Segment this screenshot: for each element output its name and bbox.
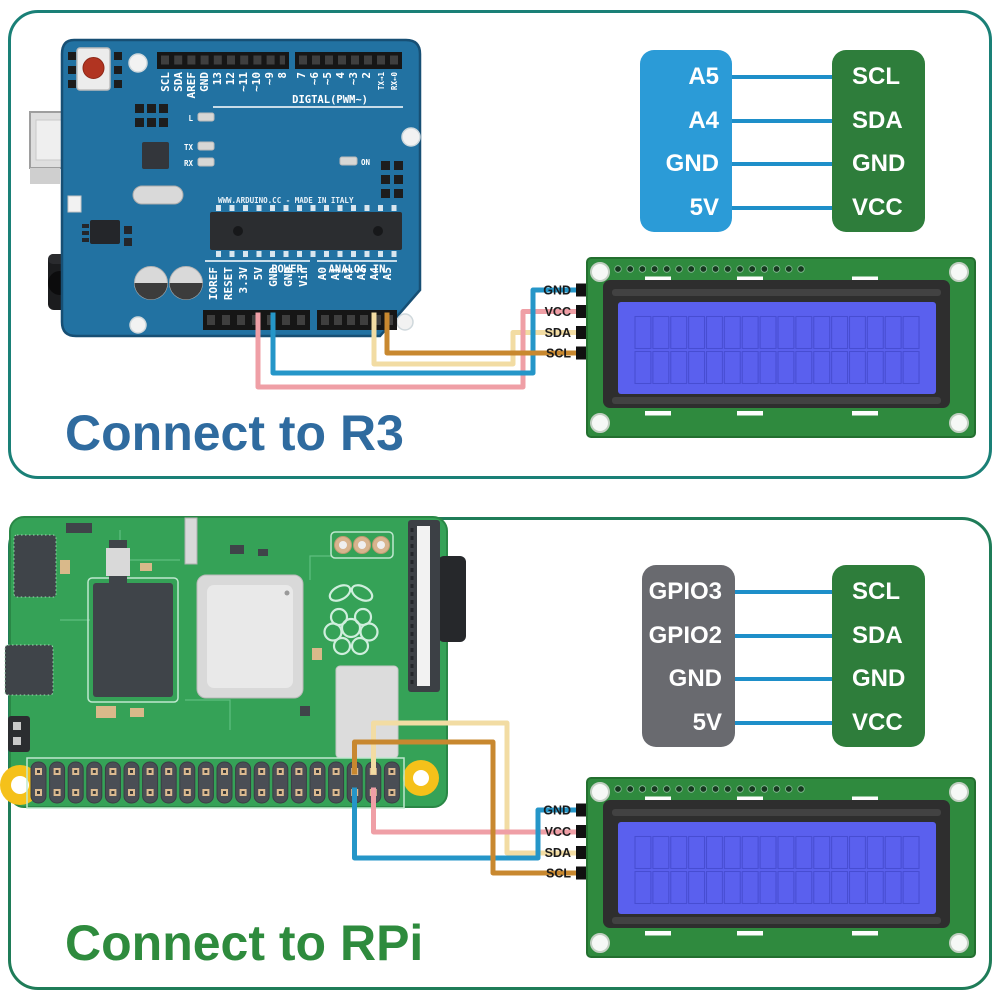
pin-a5: A5 bbox=[688, 63, 719, 90]
pin-gnd: GND bbox=[665, 150, 719, 177]
pin-gnd: GND bbox=[852, 665, 906, 692]
panel-title-rpi: Connect to RPi bbox=[65, 915, 424, 971]
pin-vcc: VCC bbox=[852, 194, 903, 221]
arduino-pin-box: A5 A4 GND 5V bbox=[640, 50, 732, 232]
pin-vcc: VCC bbox=[852, 709, 903, 736]
pin-scl: SCL bbox=[852, 63, 900, 90]
rpi-pin-box: GPIO3 GPIO2 GND 5V bbox=[642, 565, 735, 747]
pin-gpio2: GPIO2 bbox=[648, 622, 722, 649]
pin-gpio3: GPIO3 bbox=[648, 578, 722, 605]
pin-a4: A4 bbox=[688, 107, 719, 134]
pin-5v: 5V bbox=[692, 709, 722, 736]
pin-gnd: GND bbox=[852, 150, 906, 177]
lcd-pin-box-top: SCL SDA GND VCC bbox=[832, 50, 925, 232]
lcd-pin-box-bottom: SCL SDA GND VCC bbox=[832, 565, 925, 747]
pin-sda: SDA bbox=[852, 622, 903, 649]
pin-scl: SCL bbox=[852, 578, 900, 605]
panel-title-r3: Connect to R3 bbox=[65, 405, 404, 461]
pin-sda: SDA bbox=[852, 107, 903, 134]
pin-5v: 5V bbox=[689, 194, 719, 221]
pin-gnd: GND bbox=[668, 665, 722, 692]
